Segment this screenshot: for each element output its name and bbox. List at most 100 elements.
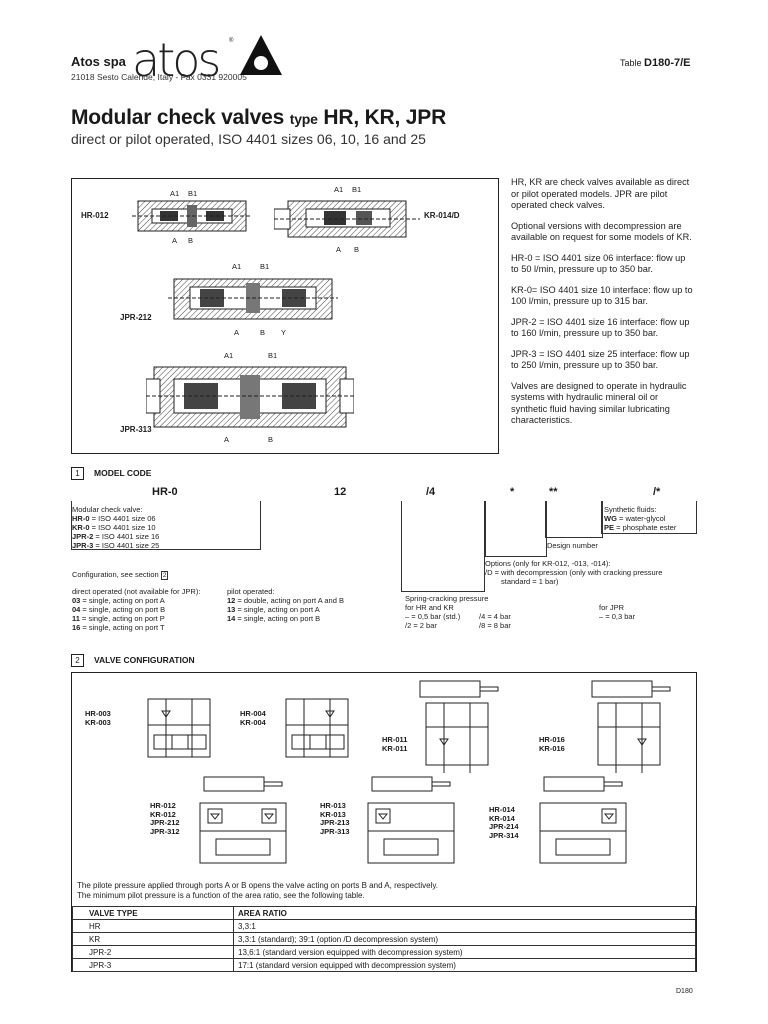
header-cell: VALVE TYPE: [72, 906, 234, 920]
page-subtitle: direct or pilot operated, ISO 4401 sizes…: [71, 131, 426, 147]
code-series: HR-0: [152, 486, 178, 498]
jpr313-cross-section: [146, 366, 354, 428]
spring-title: Spring-cracking pressure: [405, 594, 489, 603]
cfg-label: KR-013: [320, 809, 346, 819]
cfg-label: HR-013: [320, 801, 346, 810]
text: = ISO 4401 size 16: [93, 532, 160, 541]
label-a1: A1: [232, 262, 242, 271]
code: 13: [227, 605, 236, 614]
table-header-row: VALVE TYPE AREA RATIO: [72, 906, 696, 920]
code: 12: [227, 596, 236, 605]
code: PE: [604, 523, 615, 532]
spring-jpr-item: – = 0,3 bar: [599, 612, 636, 621]
cell: HR: [72, 919, 234, 933]
spring-item: /4 = 4 bar: [479, 612, 511, 621]
text: = single, acting on port A: [80, 596, 165, 605]
section-drawing-box: HR-012 A1 B1 A B KR-014/D A1 B1 A B JPR-…: [71, 178, 499, 454]
label-b: B: [354, 245, 360, 254]
symbol-014: [539, 776, 627, 864]
table-row: JPR-3 17:1 (standard version equipped wi…: [72, 958, 696, 972]
label-b: B: [188, 236, 194, 245]
text: = single, acting on port T: [80, 623, 165, 632]
spring-hr: for HR and KR: [405, 603, 454, 612]
code-options: *: [510, 486, 515, 498]
spring-list: Spring-cracking pressure for HR and KR f…: [405, 594, 655, 630]
desc-para: Optional versions with decompression are…: [511, 220, 692, 243]
cfg-label-016: HR-016 KR-016: [539, 735, 565, 753]
cfg-label-013: HR-013 KR-013 JPR-213 JPR-313: [320, 801, 350, 836]
table-row: KR 3,3:1 (standard); 39:1 (option /D dec…: [72, 932, 696, 946]
cfg-label: HR-016: [539, 735, 565, 744]
label-hr012: HR-012: [81, 211, 109, 220]
options-item: /D = with decompression (only with crack…: [485, 568, 663, 577]
config-ref: 2: [160, 571, 169, 580]
cfg-label: KR-011: [382, 743, 408, 753]
cfg-label: KR-014: [489, 813, 515, 823]
cfg-label: JPR-214: [489, 822, 519, 831]
code: 03: [72, 596, 81, 605]
symbol-004: [285, 698, 349, 758]
code: HR-0: [72, 514, 90, 523]
design-number: Design number: [547, 541, 598, 550]
hr012-cross-section: [132, 200, 252, 232]
text: = single, acting on port P: [79, 614, 165, 623]
modular-list: Modular check valve: HR-0 = ISO 4401 siz…: [72, 505, 159, 550]
footer-code: D180: [676, 988, 693, 995]
label-jpr313: JPR-313: [120, 425, 152, 434]
symbol-003: [147, 698, 211, 758]
synth-list: Synthetic fluids: WG = water-glycol PE =…: [604, 505, 676, 532]
label-a: A: [336, 245, 342, 254]
spring-item: /8 = 8 bar: [479, 621, 511, 630]
code: JPR-3: [72, 541, 94, 550]
text: = phosphate ester: [614, 523, 677, 532]
title-main: Modular check valves: [71, 106, 285, 129]
symbol-012: [199, 776, 287, 864]
synth-title: Synthetic fluids:: [604, 505, 657, 514]
bracket-fluids: [601, 501, 697, 534]
code: KR-0: [72, 523, 90, 532]
symbol-011: [419, 680, 499, 773]
cell: 3,3:1 (standard); 39:1 (option /D decomp…: [233, 932, 696, 946]
label-b1: B1: [188, 189, 198, 198]
options-item2: standard = 1 bar): [501, 577, 559, 586]
label-a: A: [172, 236, 178, 245]
label-y: Y: [281, 328, 287, 337]
cfg-label-012: HR-012 KR-012 JPR-212 JPR-312: [150, 801, 180, 836]
desc-para: Valves are designed to operate in hydrau…: [511, 380, 687, 426]
cfg-label: HR-014: [489, 805, 515, 814]
cell: 13,6:1 (standard version equipped with d…: [233, 945, 696, 959]
cfg-label: HR-003: [85, 709, 111, 718]
code-spring: /4: [426, 486, 436, 498]
desc-para: HR, KR are check valves available as dir…: [511, 177, 690, 210]
header-cell: AREA RATIO: [233, 906, 696, 920]
cfg-label-011: HR-011 KR-011: [382, 735, 408, 753]
spring-item: – = 0,5 bar (std.): [405, 612, 461, 621]
code: WG: [604, 514, 617, 523]
label-b: B: [268, 435, 274, 444]
spring-item: /2 = 2 bar: [405, 621, 437, 630]
table-code: Table D180-7/E: [620, 57, 691, 69]
bracket-options: [485, 501, 547, 557]
section-2-number: 2: [71, 654, 84, 667]
label-b1: B1: [268, 351, 278, 360]
text: = water-glycol: [616, 514, 666, 523]
text: = ISO 4401 size 10: [89, 523, 156, 532]
label-a1: A1: [334, 185, 344, 194]
label-jpr212: JPR-212: [120, 313, 152, 322]
cfg-label-003: HR-003 KR-003: [85, 709, 111, 727]
options-title: Options (only for KR-012, -013, -014):: [485, 559, 611, 568]
jpr212-cross-section: [168, 278, 338, 320]
cfg-label: KR-003: [85, 717, 111, 727]
desc-para: HR-0 = ISO 4401 size 06 interface: flow …: [511, 252, 686, 275]
page-title: Modular check valves type HR, KR, JPR: [71, 106, 446, 130]
title-type-word: type: [289, 111, 318, 127]
symbol-013: [367, 776, 455, 864]
label-a1: A1: [170, 189, 180, 198]
direct-title: direct operated (not available for JPR):: [72, 587, 201, 596]
pilot-title: pilot operated:: [227, 587, 275, 596]
text: = single, acting on port B: [235, 614, 321, 623]
cfg-label: KR-004: [240, 717, 266, 727]
cell: 3,3:1: [233, 919, 696, 933]
config-note: Configuration, see section 2: [72, 570, 169, 580]
cfg-label: HR-011: [382, 735, 408, 744]
